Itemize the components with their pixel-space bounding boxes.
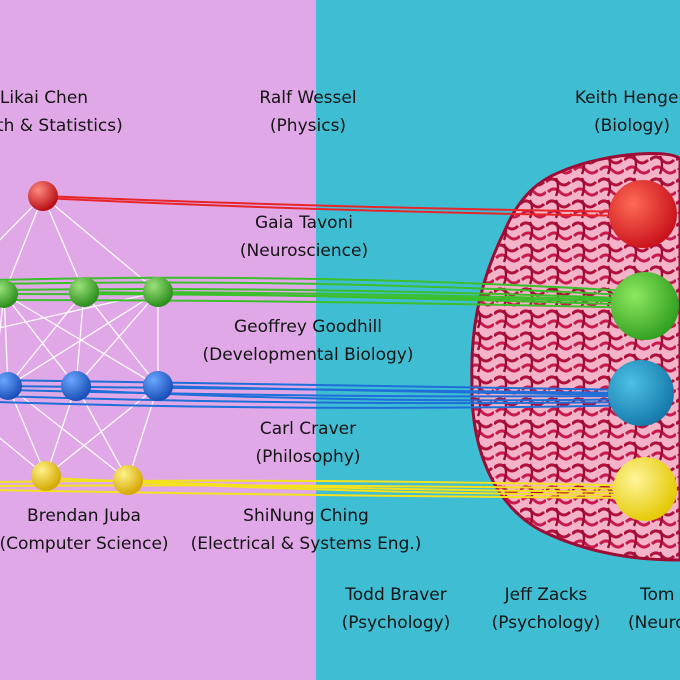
person-label-ralf-wessel: Ralf Wessel (Physics): [158, 84, 458, 140]
red-felt-ball: [609, 180, 677, 248]
yellow-pin: [113, 465, 143, 495]
blue-pin: [143, 371, 173, 401]
green-pin: [143, 277, 173, 307]
person-dept: (Physics): [269, 116, 347, 136]
person-label-jeff-zacks: Jeff Zacks (Psychology): [396, 581, 680, 637]
person-label-tom: Tom (Neuroscience): [628, 581, 680, 637]
blue-pin: [61, 371, 91, 401]
person-label-geoffrey-goodhill: Geoffrey Goodhill (Developmental Biology…: [158, 313, 458, 369]
person-name: Jeff Zacks: [504, 585, 588, 605]
green-felt-ball: [611, 272, 679, 340]
person-dept: (Neuroscience): [239, 241, 369, 261]
green-pin: [69, 277, 99, 307]
person-name: Todd Braver: [345, 585, 447, 605]
person-dept: (Biology): [593, 116, 671, 136]
person-label-keith-hengen: Keith Hengen (Biology): [482, 84, 680, 140]
person-name: Gaia Tavoni: [254, 213, 354, 233]
person-name: Brendan Juba: [27, 506, 141, 526]
red-pin: [28, 181, 58, 211]
person-label-brendan-juba: Brendan Juba (Computer Science): [0, 502, 234, 558]
person-dept: (Psychology): [341, 613, 451, 633]
pins: [0, 181, 173, 495]
person-dept: (Psychology): [491, 613, 601, 633]
person-name: Geoffrey Goodhill: [234, 317, 382, 337]
white-string-web: [0, 195, 159, 481]
red-yarn: [42, 195, 641, 217]
person-dept: (Developmental Biology): [202, 345, 414, 365]
person-label-likai-chen: Likai Chen (Math & Statistics): [0, 84, 194, 140]
yellow-pin: [31, 461, 61, 491]
person-label-todd-braver: Todd Braver (Psychology): [246, 581, 546, 637]
blue-felt-ball: [608, 360, 674, 426]
person-label-gaia-tavoni: Gaia Tavoni (Neuroscience): [154, 209, 454, 265]
person-label-shinung-ching: ShiNung Ching (Electrical & Systems Eng.…: [156, 502, 456, 558]
person-name: ShiNung Ching: [243, 506, 369, 526]
yellow-felt-ball: [613, 457, 677, 521]
green-pin: [0, 280, 18, 308]
person-name: Keith Hengen: [574, 88, 680, 108]
person-dept: (Electrical & Systems Eng.): [190, 534, 422, 554]
blue-pin: [0, 372, 22, 400]
person-name: Ralf Wessel: [259, 88, 357, 108]
felt-balls: [608, 180, 679, 521]
person-dept: (Computer Science): [0, 534, 169, 554]
person-label-carl-craver: Carl Craver (Philosophy): [158, 415, 458, 471]
person-dept: (Philosophy): [255, 447, 361, 467]
person-name: Carl Craver: [259, 419, 357, 439]
person-dept: (Math & Statistics): [0, 116, 123, 136]
person-dept: (Neuroscience): [628, 613, 680, 633]
person-name: Likai Chen: [0, 88, 89, 108]
person-name: Tom: [640, 585, 675, 605]
